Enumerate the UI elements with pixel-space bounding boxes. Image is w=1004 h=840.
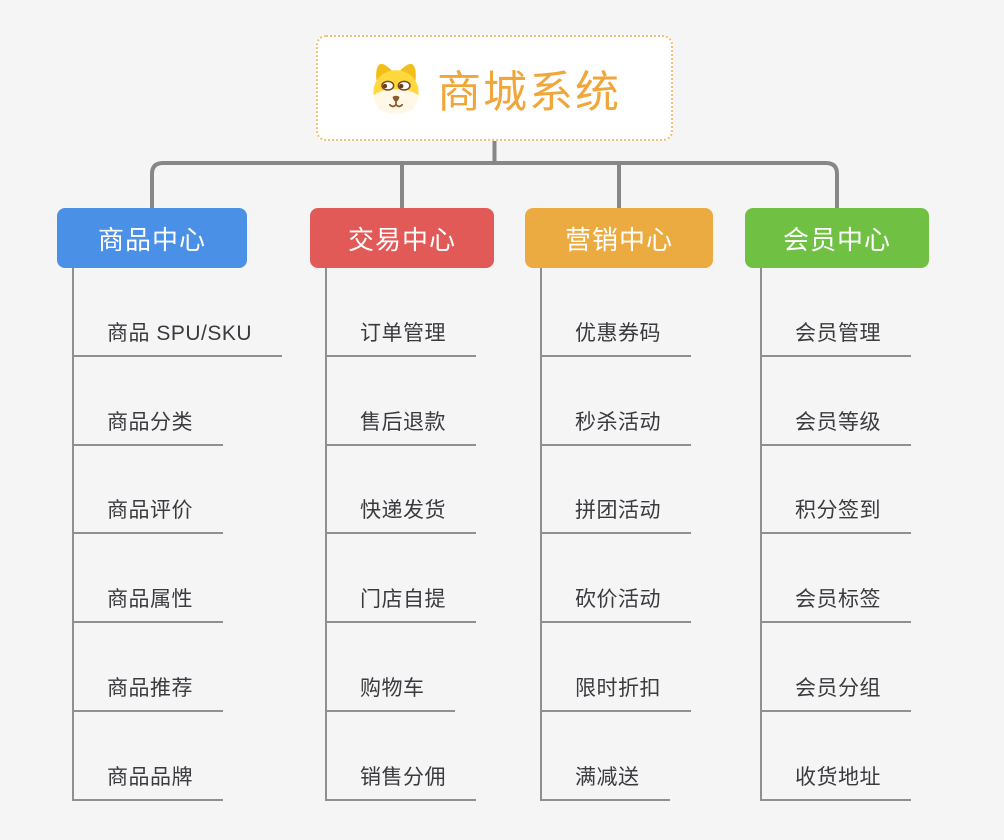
branch-member-center: 会员中心 会员管理 会员等级 积分签到 会员标签 会员分组 收货地址	[745, 208, 929, 801]
leaf-label: 限时折扣	[575, 676, 661, 700]
leaf-label: 商品分类	[107, 410, 193, 434]
leaf-node[interactable]: 商品品牌	[74, 712, 223, 801]
leaf-label: 积分签到	[795, 499, 881, 523]
leaf-node[interactable]: 满减送	[542, 712, 670, 801]
leaf-label: 快递发货	[360, 499, 446, 523]
branch-children: 优惠券码 秒杀活动 拼团活动 砍价活动 限时折扣 满减送	[540, 268, 691, 801]
branch-node[interactable]: 会员中心	[745, 208, 929, 268]
branch-rail-line	[150, 161, 839, 208]
leaf-node[interactable]: 会员等级	[762, 357, 911, 446]
leaf-node[interactable]: 砍价活动	[542, 534, 691, 624]
leaf-node[interactable]: 售后退款	[327, 357, 476, 446]
branch-trade-center: 交易中心 订单管理 售后退款 快递发货 门店自提 购物车 销售分佣	[310, 208, 494, 801]
branch-children: 订单管理 售后退款 快递发货 门店自提 购物车 销售分佣	[325, 268, 476, 801]
leaf-node[interactable]: 收货地址	[762, 712, 911, 801]
branch-product-center: 商品中心 商品 SPU/SKU 商品分类 商品评价 商品属性 商品推荐 商品品牌	[57, 208, 283, 801]
branch-marketing-center: 营销中心 优惠券码 秒杀活动 拼团活动 砍价活动 限时折扣 满减送	[525, 208, 713, 801]
leaf-node[interactable]: 销售分佣	[327, 712, 476, 801]
dog-face-icon	[368, 60, 424, 116]
leaf-node[interactable]: 限时折扣	[542, 623, 691, 712]
leaf-label: 优惠券码	[575, 321, 661, 345]
leaf-label: 会员管理	[795, 321, 881, 345]
leaf-node[interactable]: 秒杀活动	[542, 357, 691, 446]
leaf-label: 商品推荐	[107, 676, 193, 700]
branch-node[interactable]: 营销中心	[525, 208, 713, 268]
leaf-label: 会员等级	[795, 410, 881, 434]
branch-children: 商品 SPU/SKU 商品分类 商品评价 商品属性 商品推荐 商品品牌	[72, 268, 283, 801]
leaf-label: 拼团活动	[575, 499, 661, 523]
leaf-label: 秒杀活动	[575, 410, 661, 434]
leaf-label: 售后退款	[360, 410, 446, 434]
leaf-label: 订单管理	[360, 321, 446, 345]
root-node[interactable]: 商城系统	[316, 35, 673, 141]
leaf-label: 收货地址	[795, 765, 881, 789]
branch-node[interactable]: 交易中心	[310, 208, 494, 268]
leaf-label: 商品评价	[107, 499, 193, 523]
leaf-label: 商品属性	[107, 588, 193, 612]
leaf-node[interactable]: 会员管理	[762, 268, 911, 357]
leaf-node[interactable]: 快递发货	[327, 446, 476, 535]
leaf-label: 商品品牌	[107, 765, 193, 789]
leaf-node[interactable]: 积分签到	[762, 446, 911, 535]
leaf-node[interactable]: 商品 SPU/SKU	[74, 268, 283, 357]
leaf-node[interactable]: 商品属性	[74, 534, 223, 624]
branch-node[interactable]: 商品中心	[57, 208, 247, 268]
leaf-node[interactable]: 购物车	[327, 623, 455, 712]
leaf-node[interactable]: 拼团活动	[542, 446, 691, 535]
leaf-node[interactable]: 会员分组	[762, 623, 911, 712]
leaf-node[interactable]: 商品分类	[74, 357, 223, 446]
leaf-label: 会员分组	[795, 676, 881, 700]
leaf-node[interactable]: 优惠券码	[542, 268, 691, 357]
leaf-label: 门店自提	[360, 588, 446, 612]
root-title: 商城系统	[437, 68, 621, 117]
leaf-label: 商品 SPU/SKU	[107, 321, 253, 345]
branch-children: 会员管理 会员等级 积分签到 会员标签 会员分组 收货地址	[760, 268, 911, 801]
leaf-node[interactable]: 订单管理	[327, 268, 476, 357]
leaf-label: 满减送	[575, 765, 640, 789]
leaf-node[interactable]: 商品评价	[74, 446, 223, 535]
leaf-label: 销售分佣	[360, 765, 446, 789]
leaf-node[interactable]: 会员标签	[762, 534, 911, 624]
leaf-label: 砍价活动	[575, 588, 661, 612]
leaf-node[interactable]: 商品推荐	[74, 623, 223, 712]
leaf-label: 会员标签	[795, 588, 881, 612]
leaf-label: 购物车	[360, 676, 425, 700]
leaf-node[interactable]: 门店自提	[327, 534, 476, 624]
